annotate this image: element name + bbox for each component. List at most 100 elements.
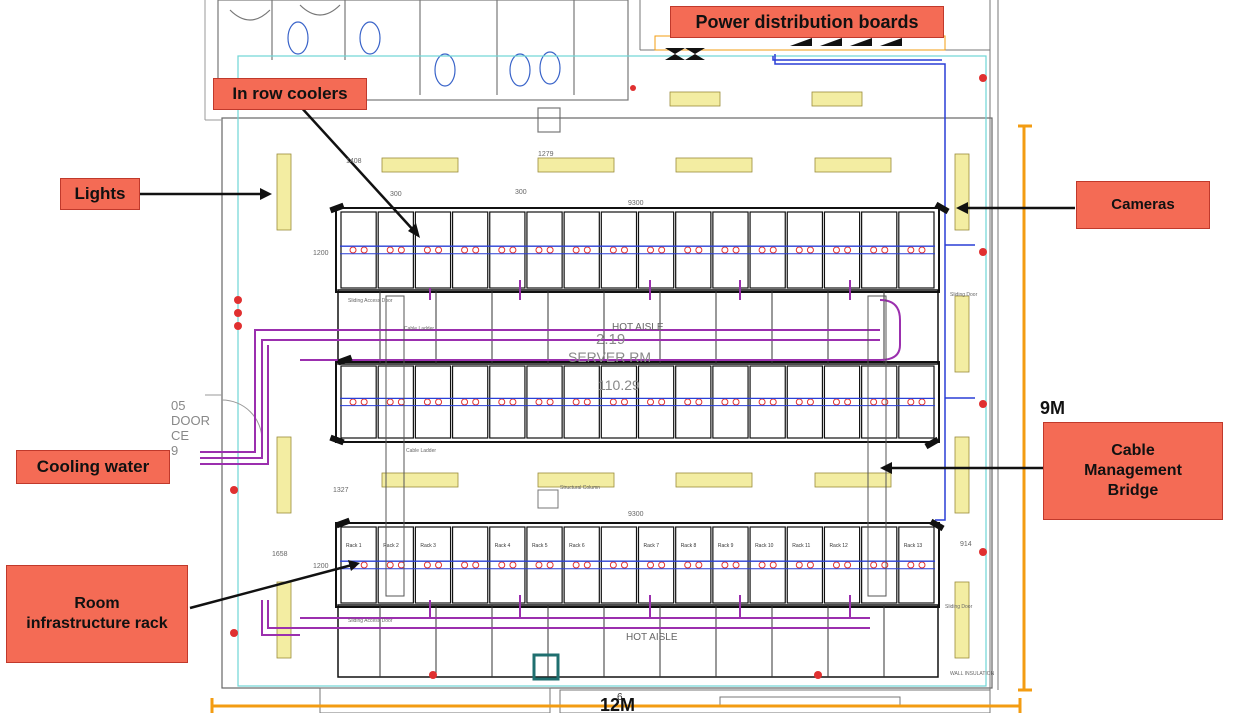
rack-cabinet [451, 526, 489, 604]
rack-cabinet [526, 211, 563, 289]
rack-cabinet [749, 526, 786, 604]
rack-fan [535, 246, 543, 254]
rack-cabinet [786, 211, 824, 289]
width-dimension-label: 12M [600, 695, 636, 715]
dim-1279: 1279 [538, 151, 554, 158]
rack-fan [461, 561, 469, 569]
door-frame [532, 653, 560, 681]
rack-cabinet [749, 365, 786, 439]
rack-cabinet [712, 365, 749, 439]
rack-cabinet [377, 365, 414, 439]
rack-fan [881, 561, 889, 569]
rack-cabinet [786, 365, 824, 439]
light-fixtures [276, 91, 970, 659]
left-text-4: 9 [171, 443, 178, 458]
rack-label: Rack 9 [718, 543, 734, 549]
rack-fan [435, 561, 443, 569]
rack-fan [806, 561, 814, 569]
rack-cabinet [823, 526, 861, 604]
rack-cabinet [898, 211, 935, 289]
drawing-labels: 1279 1408 300 300 9300 9300 1200 1200 13… [171, 151, 995, 703]
rack-fan [583, 246, 591, 254]
rack-fan [684, 561, 692, 569]
power-distribution-callout: Power distribution boards [670, 6, 944, 38]
rack-row-frame [335, 207, 940, 293]
room-name: SERVER RM [568, 349, 651, 365]
rack-label: Rack 7 [644, 543, 660, 549]
rack-fan [647, 246, 655, 254]
rack-fan [461, 246, 469, 254]
rack-fan [609, 246, 617, 254]
in-row-coolers-callout: In row coolers [213, 78, 367, 110]
cooling-pipes [200, 280, 901, 636]
rack-cabinet [675, 211, 712, 289]
rack-fan [583, 561, 591, 569]
rack-cabinet [675, 365, 712, 439]
rack-fan [918, 561, 926, 569]
rack-cabinet [489, 526, 526, 604]
rack-cabinet [898, 365, 935, 439]
hot-aisle-containment [337, 604, 939, 678]
cable-ladder-mid: Cable Ladder [406, 448, 436, 454]
rack-cabinet [600, 211, 638, 289]
structural-column-label: Structural Column [560, 485, 600, 491]
dim-914: 914 [960, 541, 972, 548]
room-area: 110.29 [598, 377, 640, 393]
page-number: 6 [617, 692, 623, 703]
cable-ladder-top: Cable Ladder [404, 326, 434, 332]
rack-fan [498, 561, 506, 569]
rack-label: Rack 11 [792, 543, 810, 549]
dim-1408: 1408 [346, 158, 362, 165]
rack-fan [509, 246, 517, 254]
rack-fan [806, 246, 814, 254]
rack-fan [658, 561, 666, 569]
dim-1327: 1327 [333, 487, 349, 494]
rack-cabinet [861, 526, 898, 604]
rack-fan [386, 561, 394, 569]
rack-label: Rack 8 [681, 543, 697, 549]
rack-cabinet [898, 526, 935, 604]
rack-cabinet [340, 526, 377, 604]
rack-label: Rack 4 [495, 543, 511, 549]
rack-cabinet [377, 526, 414, 604]
rack-fan [795, 246, 803, 254]
height-dimension-label: 9M [1040, 398, 1066, 418]
dim-9300-bottom: 9300 [628, 511, 644, 518]
rack-cabinet [600, 526, 638, 604]
rack-fan [721, 561, 729, 569]
dimension-lines [210, 124, 1032, 713]
hot-aisle-containment [337, 289, 939, 365]
rack-fan [397, 246, 405, 254]
rack-cabinet [563, 211, 600, 289]
left-text-1: 05 [171, 398, 185, 413]
rack-fan [423, 246, 431, 254]
rack-cabinet [675, 526, 712, 604]
rack-label: Rack 12 [829, 543, 848, 549]
rack-label: Rack 6 [569, 543, 585, 549]
dim-300a: 300 [390, 191, 402, 198]
rack-cabinet [861, 211, 898, 289]
rack-label: Rack 2 [383, 543, 399, 549]
rack-label: Rack 1 [346, 543, 362, 549]
rack-label: Rack 3 [420, 543, 436, 549]
rack-cabinet [563, 526, 600, 604]
rack-cabinet [712, 211, 749, 289]
dim-1658: 1658 [272, 551, 288, 558]
rack-fan [769, 561, 777, 569]
callout-arrows [140, 105, 1075, 610]
rack-fan [360, 246, 368, 254]
cooling-water-callout: Cooling water [16, 450, 170, 484]
rack-cabinet [526, 526, 563, 604]
rack-fan [609, 561, 617, 569]
rack-cabinet [563, 365, 600, 439]
rack-fan [472, 246, 480, 254]
left-text-2: DOOR [171, 413, 210, 428]
cable-ladders [385, 295, 887, 597]
rack-fan [870, 561, 878, 569]
rack-fan [572, 561, 580, 569]
rack-cabinet [600, 365, 638, 439]
hot-aisle-top: HOT AISLE [612, 322, 664, 333]
rack-fan [572, 246, 580, 254]
rack-fan [658, 246, 666, 254]
rack-cabinet [414, 211, 452, 289]
